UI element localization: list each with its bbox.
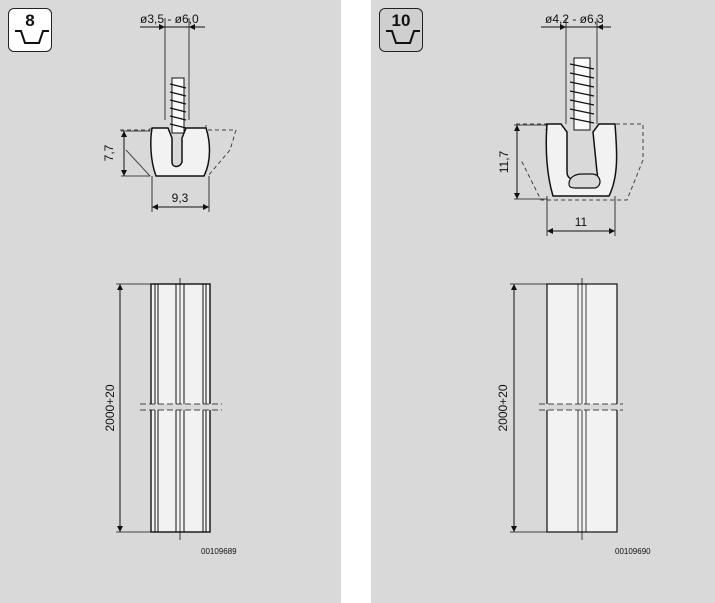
panel-left: 8 ø3,5 - ø6,0 7,7 9, <box>0 0 341 603</box>
groove-profile-icon <box>386 30 420 44</box>
size-badge-10: 10 <box>379 8 423 52</box>
screw-diameter-label: ø4,2 - ø6,3 <box>545 12 604 26</box>
badge-number: 8 <box>25 11 35 30</box>
height-dim-label: 7,7 <box>102 144 116 161</box>
profile-drawing-8: ø3,5 - ø6,0 7,7 9,3 <box>102 12 237 556</box>
profile-drawing-10: ø4,2 - ø6,3 11,7 11 <box>496 12 651 556</box>
width-dim-label: 9,3 <box>172 191 189 205</box>
article-code: 00109690 <box>615 547 651 556</box>
panel-gap <box>341 0 371 603</box>
badge-number: 10 <box>391 11 411 30</box>
length-dim-label: 2000+20 <box>496 384 510 431</box>
screw-icon <box>569 57 595 131</box>
size-badge-8: 8 <box>8 8 52 52</box>
height-dim-label: 11,7 <box>497 150 511 173</box>
screw-icon <box>169 77 187 134</box>
panel-right: 10 ø4,2 - ø6,3 11,7 <box>371 0 715 603</box>
length-dim-label: 2000+20 <box>103 384 117 431</box>
screw-diameter-label: ø3,5 - ø6,0 <box>140 12 199 26</box>
article-code: 00109689 <box>201 547 237 556</box>
width-dim-label: 11 <box>575 215 588 229</box>
groove-profile-icon <box>15 30 49 44</box>
